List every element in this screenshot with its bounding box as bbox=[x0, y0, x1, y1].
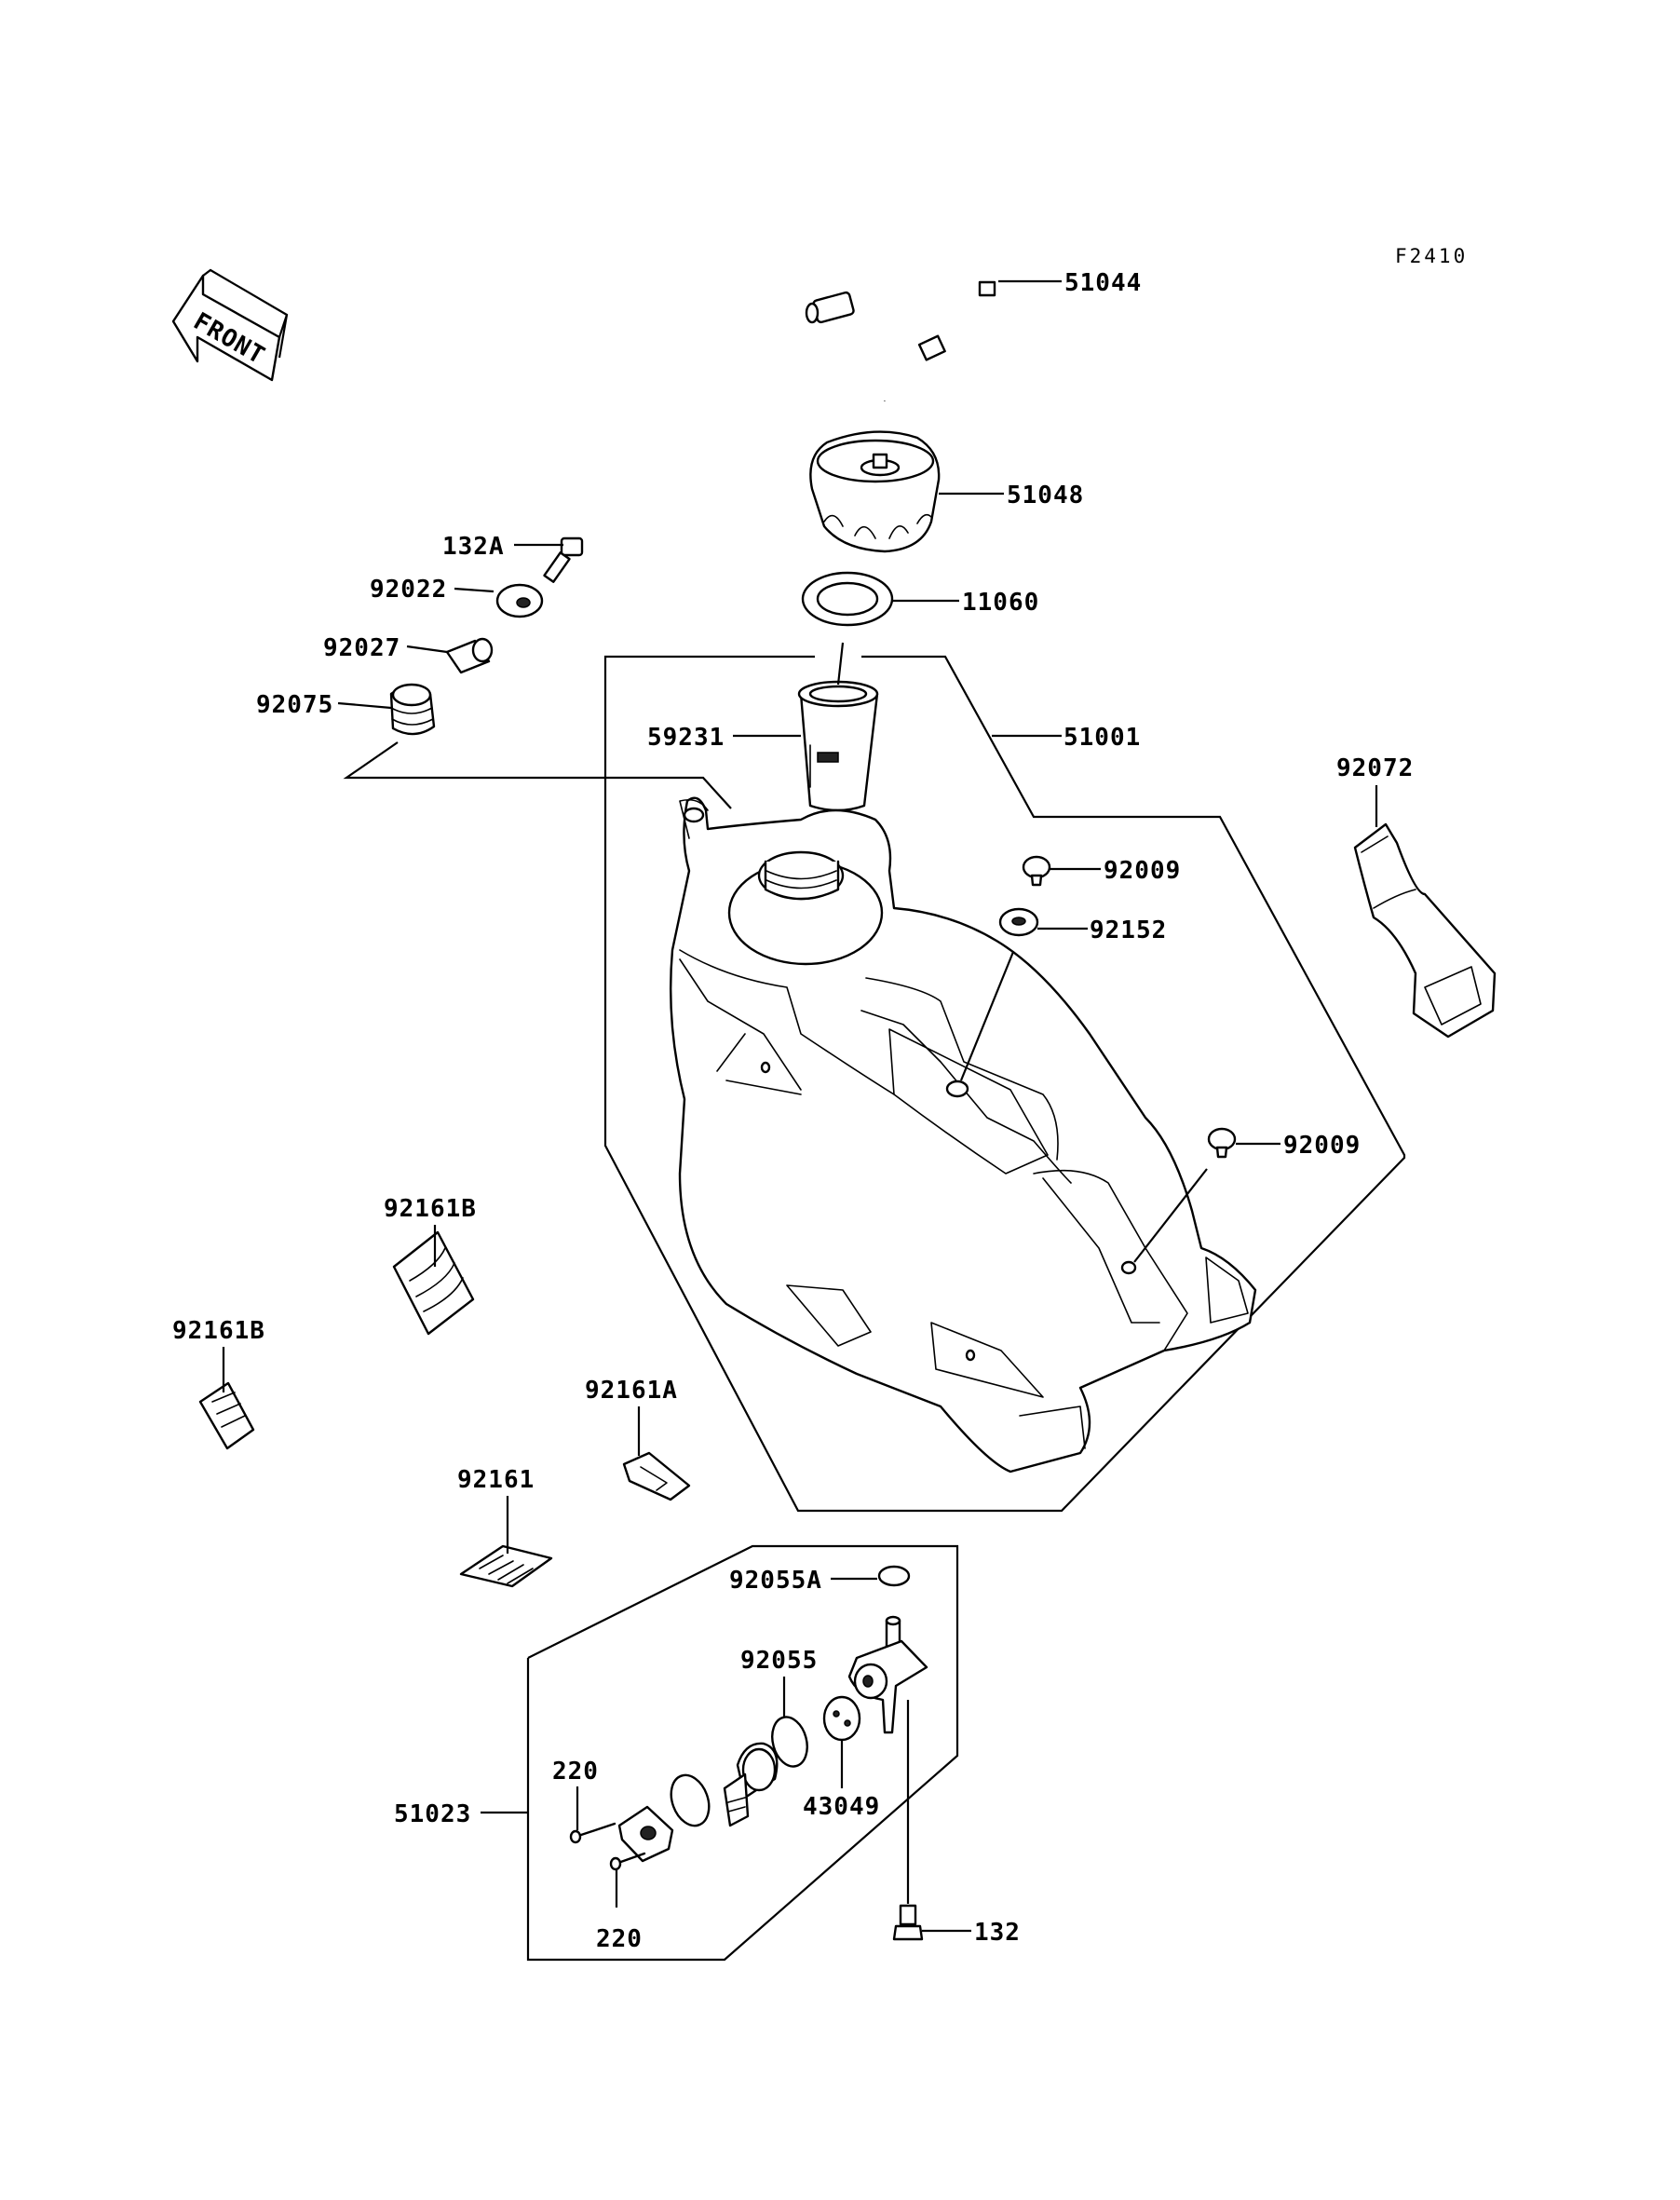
callout-51048: 51048 bbox=[1007, 482, 1084, 509]
leader-92022 bbox=[454, 587, 495, 593]
figure-code: F2410 bbox=[1395, 245, 1468, 267]
callout-59231: 59231 bbox=[647, 724, 725, 752]
callout-92009-a: 92009 bbox=[1104, 857, 1181, 885]
bolt-132A bbox=[543, 536, 584, 583]
fuel-tank-51001 bbox=[670, 796, 1257, 1473]
gasket-43049 bbox=[822, 1695, 861, 1742]
callout-51023: 51023 bbox=[394, 1800, 471, 1828]
pad-92161 bbox=[459, 1544, 553, 1588]
callout-92055: 92055 bbox=[740, 1647, 818, 1675]
fuel-cock-body bbox=[847, 1615, 928, 1734]
damper-92075 bbox=[389, 683, 436, 736]
oring-92055A bbox=[877, 1565, 911, 1587]
grommet-92152 bbox=[998, 907, 1039, 937]
callout-220-a: 220 bbox=[552, 1758, 599, 1786]
callout-92152: 92152 bbox=[1090, 917, 1167, 944]
screw-220-b bbox=[609, 1852, 646, 1871]
leader-92152-to-tank bbox=[959, 951, 1015, 1081]
callout-92009-b: 92009 bbox=[1283, 1132, 1361, 1160]
fuel-cock-group-outline-51023 bbox=[526, 1544, 959, 1962]
washer-92022 bbox=[495, 583, 544, 618]
bolt-132 bbox=[892, 1904, 924, 1941]
collar-92027 bbox=[445, 637, 494, 674]
callout-92072: 92072 bbox=[1336, 754, 1414, 782]
callout-92161A: 92161A bbox=[585, 1377, 678, 1405]
callout-43049: 43049 bbox=[803, 1793, 880, 1821]
callout-92027: 92027 bbox=[323, 634, 400, 662]
fuel-cap-51048 bbox=[809, 430, 941, 553]
callout-51001: 51001 bbox=[1064, 724, 1141, 752]
fuel-filter-59231 bbox=[797, 680, 879, 812]
cap-92009-b bbox=[1207, 1127, 1237, 1159]
callout-92075: 92075 bbox=[256, 691, 333, 719]
strap-92072 bbox=[1353, 822, 1497, 1039]
pad-92161B-b bbox=[198, 1381, 255, 1450]
callout-92161: 92161 bbox=[457, 1466, 535, 1494]
leader-92075 bbox=[337, 701, 392, 710]
leader-92009-b-to-tank bbox=[1133, 1168, 1208, 1263]
leader-92075-mount bbox=[343, 741, 732, 809]
clip-92161A bbox=[622, 1451, 691, 1501]
callout-132: 132 bbox=[974, 1919, 1021, 1947]
fuel-cock-lever bbox=[723, 1742, 779, 1827]
callout-220-b: 220 bbox=[596, 1925, 643, 1953]
callout-51044: 51044 bbox=[1064, 269, 1142, 297]
pad-92161B-a bbox=[392, 1230, 475, 1336]
breather-hose-51044 bbox=[805, 268, 1000, 401]
leader-filter-to-gasket bbox=[836, 642, 845, 686]
callout-132A: 132A bbox=[442, 533, 505, 561]
leader-92027 bbox=[406, 645, 448, 654]
callout-92022: 92022 bbox=[370, 576, 447, 604]
oring-92055 bbox=[771, 1716, 808, 1768]
tank-group-outline-51001 bbox=[603, 655, 1406, 1513]
front-direction-arrow: FRONT bbox=[171, 268, 289, 382]
callout-92161B-a: 92161B bbox=[384, 1195, 477, 1223]
callout-92161B-b: 92161B bbox=[172, 1317, 265, 1345]
retainer-plate bbox=[617, 1805, 674, 1863]
oring-lever bbox=[670, 1773, 711, 1827]
screw-220-a bbox=[569, 1822, 616, 1844]
gasket-11060 bbox=[801, 571, 894, 627]
cap-92009-a bbox=[1022, 855, 1051, 887]
callout-11060: 11060 bbox=[962, 589, 1039, 617]
callout-92055A: 92055A bbox=[729, 1567, 822, 1595]
